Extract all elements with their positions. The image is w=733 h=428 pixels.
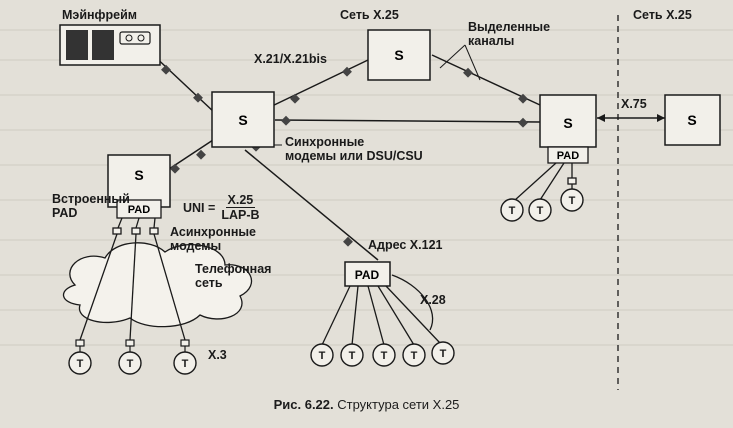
dedicated-channels-label: Выделенные каналы bbox=[468, 20, 551, 48]
terminal-9-label: T bbox=[509, 205, 516, 217]
switch-s1-label: S bbox=[238, 112, 247, 128]
switch-s5-label: S bbox=[134, 167, 143, 183]
net2-label: Сеть X.25 bbox=[633, 8, 692, 22]
link-s1-pad bbox=[244, 149, 379, 261]
mainframe-label: Мэйнфрейм bbox=[62, 8, 138, 22]
link-s1-s2 bbox=[269, 59, 369, 108]
mainframe bbox=[59, 24, 161, 66]
x3-label: X.3 bbox=[208, 348, 227, 362]
link-mainframe-s1 bbox=[149, 51, 216, 114]
terminal-3-label: T bbox=[182, 358, 189, 370]
x75-arrows bbox=[597, 114, 665, 122]
async-modems bbox=[112, 217, 159, 235]
terminal-11-label: T bbox=[569, 195, 576, 207]
pad-s5-label: PAD bbox=[128, 204, 150, 216]
pad-center-lines bbox=[321, 274, 441, 346]
sync-modems-label: Синхронные модемы или DSU/CSU bbox=[285, 135, 423, 163]
switch-s2-label: S bbox=[394, 47, 403, 63]
terminal-6-label: T bbox=[381, 350, 388, 362]
uni-prefix: UNI = bbox=[183, 200, 216, 215]
terminal-8-label: T bbox=[440, 348, 447, 360]
pad-s3-label: PAD bbox=[557, 150, 579, 162]
terminals-left bbox=[68, 351, 197, 375]
phone-lines bbox=[79, 233, 186, 341]
async-modems-label: Асинхронные модемы bbox=[170, 225, 256, 253]
embedded-pad-label: Встроенный PAD bbox=[52, 192, 130, 220]
x21-label: X.21/X.21bis bbox=[254, 52, 327, 66]
uni-formula: UNI = X.25 LAP-B bbox=[183, 193, 260, 222]
pad-center: PAD bbox=[344, 261, 391, 287]
terminal-5-label: T bbox=[349, 350, 356, 362]
phone-network-label: Телефонная сеть bbox=[195, 262, 272, 290]
x28-label: X.28 bbox=[420, 293, 446, 307]
net1-label: Сеть X.25 bbox=[340, 8, 399, 22]
switch-s1: S bbox=[211, 91, 275, 148]
switch-s4-label: S bbox=[687, 112, 696, 128]
caption-text: Структура сети X.25 bbox=[337, 397, 460, 412]
terminal-modems bbox=[75, 339, 190, 352]
uni-fraction: X.25 LAP-B bbox=[221, 193, 259, 222]
switch-s3: S PAD bbox=[539, 94, 597, 164]
x75-label: X.75 bbox=[621, 97, 647, 111]
uni-bottom: LAP-B bbox=[221, 208, 260, 222]
terminal-3 bbox=[173, 351, 197, 375]
terminal-2 bbox=[118, 351, 142, 375]
uni-top: X.25 bbox=[225, 193, 256, 208]
dedicated-pointers bbox=[439, 44, 481, 81]
switch-s4: S bbox=[664, 94, 721, 146]
terminal-1-label: T bbox=[77, 358, 84, 370]
switch-s5-embedded: S PAD bbox=[107, 154, 171, 219]
phone-network-cloud bbox=[62, 242, 253, 328]
terminal-2-label: T bbox=[127, 358, 134, 370]
switch-s2: S bbox=[367, 29, 431, 81]
switch-s3-label: S bbox=[563, 115, 572, 131]
terminal-7-label: T bbox=[411, 350, 418, 362]
terminals-center bbox=[310, 341, 455, 367]
terminals-right bbox=[500, 188, 584, 222]
pad-center-label: PAD bbox=[355, 268, 380, 282]
x121-address-label: Адрес X.121 bbox=[368, 238, 443, 252]
figure-caption: Рис. 6.22. Структура сети X.25 bbox=[0, 397, 733, 412]
terminal-10-label: T bbox=[537, 205, 544, 217]
terminal-4-label: T bbox=[319, 350, 326, 362]
pad-s3-lines bbox=[514, 162, 577, 201]
link-s1-s3 bbox=[274, 119, 541, 123]
caption-number: Рис. 6.22. bbox=[273, 397, 334, 412]
terminal-1 bbox=[68, 351, 92, 375]
